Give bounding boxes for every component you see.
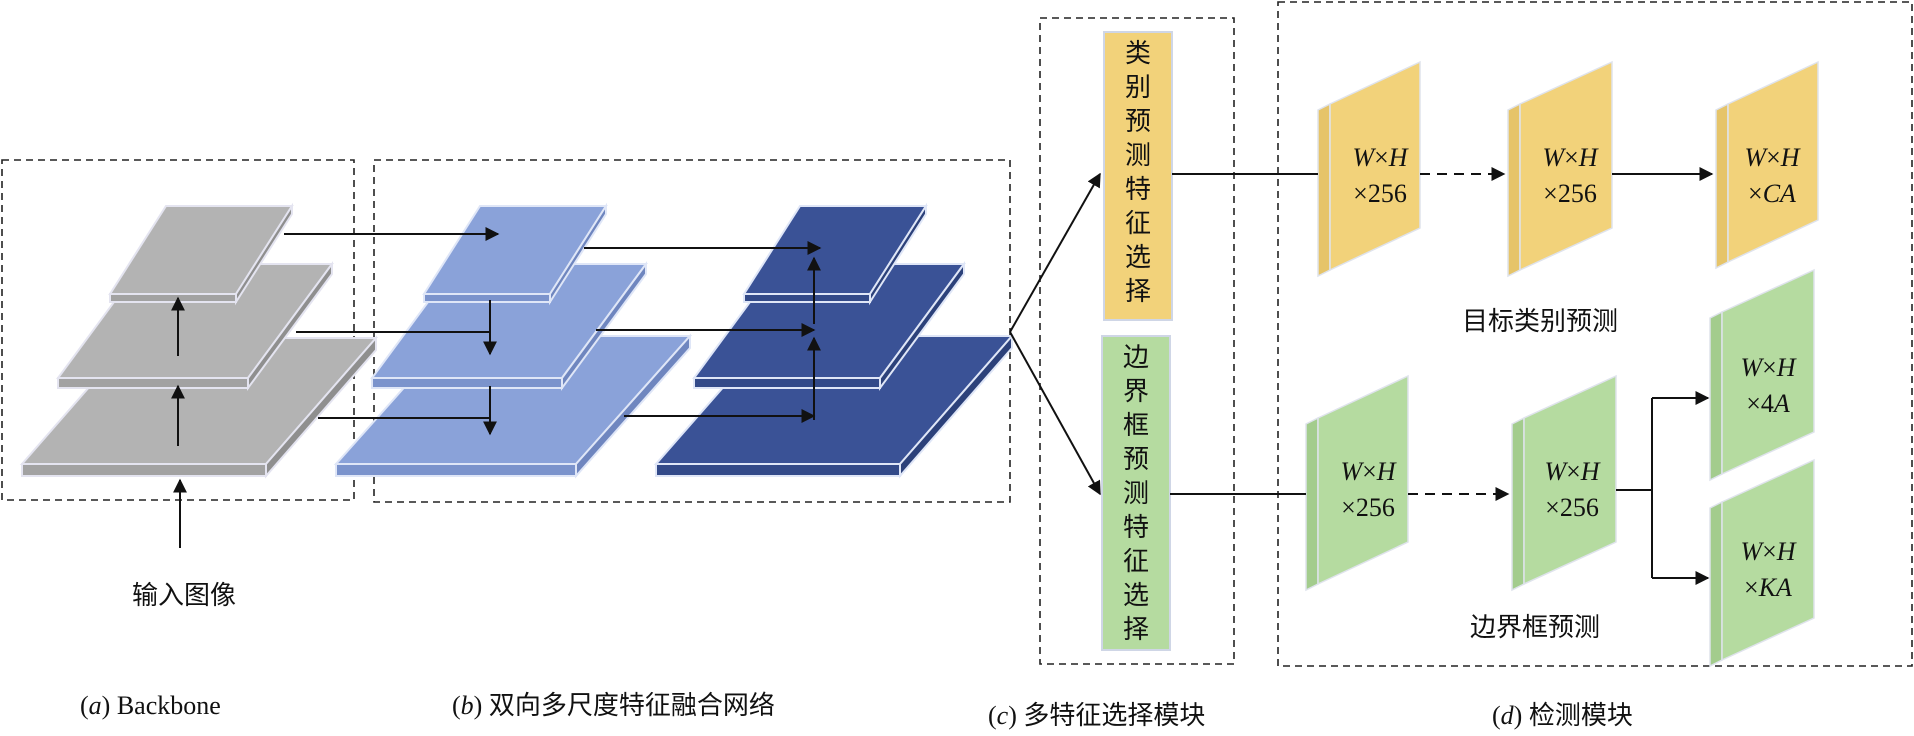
green-map-3-front: [1721, 268, 1815, 476]
backbone-layers: [19, 202, 379, 479]
caption-c-text: 多特征选择模块: [1023, 701, 1205, 731]
category-selection-char-7: 选: [1125, 243, 1151, 273]
caption-b: (b) 双向多尺度特征融合网络: [452, 691, 775, 721]
light-layer-middle-front: [371, 377, 563, 389]
box-selection-char-3: 框: [1123, 411, 1149, 441]
green-map-4-dims-line1: W×H: [1740, 537, 1796, 566]
light-layer-bottom-front: [335, 463, 577, 477]
backbone-layer-top-side: [235, 202, 293, 306]
green-map-4-side: [1709, 500, 1723, 668]
box-selection-char-1: 边: [1123, 343, 1149, 373]
light-layer-bottom-side: [575, 333, 691, 479]
backbone-layer-bottom-side: [265, 335, 377, 479]
yellow-map-2-front: [1519, 60, 1613, 272]
green-maps: [1305, 268, 1815, 668]
category-selection-char-6: 征: [1125, 209, 1151, 239]
yellow-map-2-side: [1507, 102, 1521, 278]
light-layer-top-front: [423, 293, 551, 303]
backbone-layer-middle-side: [247, 260, 333, 392]
green-map-1-front: [1317, 374, 1409, 586]
input-image-label: 输入图像: [132, 581, 236, 611]
caption-c-letter: c: [997, 701, 1009, 730]
box-prediction-label: 边界框预测: [1470, 613, 1600, 643]
dark-layer-middle-side: [879, 260, 965, 392]
svg-text:(a) Backbone: (a) Backbone: [80, 691, 221, 720]
backbone-layer-middle-front: [57, 377, 249, 389]
light-layer-top-side: [549, 202, 607, 306]
dark-layer-bottom-side: [899, 333, 1013, 479]
yellow-map-3-dims-line2: ×CA: [1748, 179, 1796, 208]
caption-d-text: 检测模块: [1529, 701, 1633, 731]
green-map-3-dims-line2: ×4A: [1746, 389, 1790, 418]
caption-b-letter: b: [461, 691, 474, 720]
box-selection-char-2: 界: [1123, 377, 1149, 407]
dark-layer-top-front: [743, 293, 871, 303]
feature-map-labels: W×H×256W×H×256W×H×CAW×H×256W×H×256W×H×4A…: [1340, 143, 1800, 602]
backbone-group-box: [1, 159, 355, 501]
light-layer-middle-side: [561, 260, 647, 392]
category-selection-char-5: 特: [1125, 175, 1151, 205]
box-selection-box: [1101, 335, 1171, 651]
caption-d: (d) 检测模块: [1492, 701, 1633, 731]
selection-group-box: [1039, 17, 1235, 665]
yellow-map-3-dims-line1: W×H: [1744, 143, 1800, 172]
dark-layer-middle-front: [693, 377, 881, 389]
box-selection-char-6: 特: [1123, 513, 1149, 543]
category-prediction-label: 目标类别预测: [1462, 307, 1618, 337]
green-map-1-side: [1305, 416, 1319, 592]
green-map-2-dims-line2: ×256: [1545, 493, 1599, 522]
box-selection-char-8: 选: [1123, 581, 1149, 611]
caption-c: (c) 多特征选择模块: [988, 701, 1205, 731]
category-selection-char-8: 择: [1125, 277, 1151, 307]
fusion-light-layers: [333, 202, 693, 479]
svg-text:(d) 检测模块: (d) 检测模块: [1492, 701, 1633, 731]
green-map-2-dims-line1: W×H: [1544, 457, 1600, 486]
caption-a: (a) Backbone: [80, 691, 221, 720]
caption-a-text: Backbone: [117, 691, 221, 720]
split-arrow-down: [1009, 331, 1101, 496]
green-map-1-dims-line1: W×H: [1340, 457, 1396, 486]
green-map-4-front: [1721, 458, 1815, 662]
dark-layer-top-side: [869, 202, 927, 306]
yellow-map-1-dims-line1: W×H: [1352, 143, 1408, 172]
yellow-map-2-dims-line1: W×H: [1542, 143, 1598, 172]
yellow-map-1-dims-line2: ×256: [1353, 179, 1407, 208]
box-selection-char-5: 测: [1123, 479, 1149, 509]
yellow-map-1-side: [1317, 102, 1331, 278]
svg-text:(b) 双向多尺度特征融合网络: (b) 双向多尺度特征融合网络: [452, 691, 775, 721]
category-selection-char-2: 别: [1125, 73, 1151, 103]
green-map-2-side: [1511, 416, 1525, 592]
split-arrow-up: [1009, 172, 1101, 333]
category-selection-char-4: 测: [1125, 141, 1151, 171]
box-selection-char-4: 预: [1123, 445, 1149, 475]
green-map-3-side: [1709, 310, 1723, 482]
dark-layer-bottom-front: [655, 463, 901, 477]
green-map-3-dims-line1: W×H: [1740, 353, 1796, 382]
yellow-map-3-side: [1715, 102, 1729, 270]
svg-text:(c) 多特征选择模块: (c) 多特征选择模块: [988, 701, 1205, 731]
category-selection-char-3: 预: [1125, 107, 1151, 137]
category-selection-char-1: 类: [1125, 39, 1151, 69]
yellow-maps: [1317, 60, 1819, 278]
box-selection-char-7: 征: [1123, 547, 1149, 577]
green-map-4-dims-line2: ×KA: [1744, 573, 1792, 602]
yellow-map-3-front: [1727, 60, 1819, 264]
backbone-layer-top-front: [109, 293, 237, 303]
backbone-layer-bottom-front: [21, 463, 267, 477]
caption-a-letter: a: [89, 691, 102, 720]
green-map-1-dims-line2: ×256: [1341, 493, 1395, 522]
caption-b-text: 双向多尺度特征融合网络: [489, 691, 775, 721]
box-selection-char-9: 择: [1123, 615, 1149, 645]
detection-group-box: [1277, 1, 1913, 667]
yellow-map-2-dims-line2: ×256: [1543, 179, 1597, 208]
caption-d-letter: d: [1501, 701, 1515, 730]
fusion-dark-layers: [653, 202, 1015, 479]
green-map-2-front: [1523, 374, 1617, 586]
category-selection-box: [1103, 31, 1173, 321]
yellow-map-1-front: [1329, 60, 1421, 272]
